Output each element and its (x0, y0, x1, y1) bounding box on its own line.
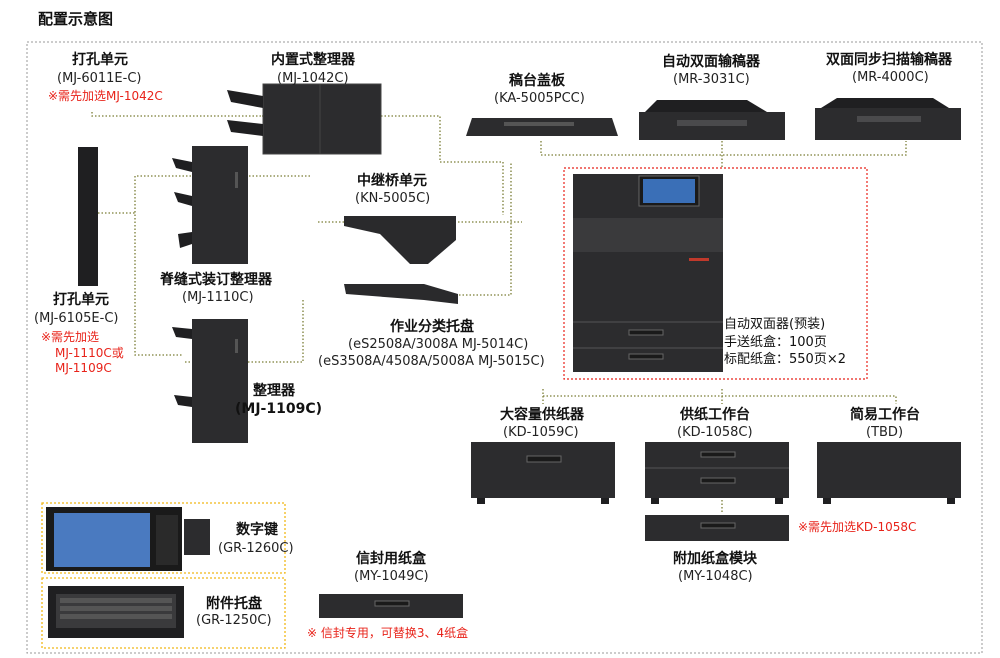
punch-6105-note-line-2: MJ-1110C或 (55, 345, 124, 360)
envelope-cassette-note: ※ 信封专用，可替换3、4纸盒 (307, 626, 469, 640)
simple-desk-image (817, 442, 961, 504)
main-unit-frame (563, 167, 868, 380)
feature-duplex: 自动双面器(预装) (724, 317, 826, 332)
platen-cover-image (466, 118, 618, 136)
page-title: 配置示意图 (38, 10, 114, 28)
platen-cover-name: 稿台盖板 (509, 73, 565, 89)
platen-cover-model: (KA-5005PCC) (494, 91, 585, 106)
accessory-frame (41, 577, 286, 649)
line-inner-finisher (91, 112, 504, 215)
punch-6105-note: ※需先加选 MJ-1110C或 MJ-1109C (41, 330, 124, 377)
job-tray-image (344, 284, 458, 304)
bridge-unit-image (344, 216, 456, 264)
feature-bypass: 手送纸盒：100页 (724, 334, 827, 350)
paper-desk-model: (KD-1058C) (677, 425, 753, 440)
finisher-1109-name: 整理器 (253, 383, 295, 399)
saddle-finisher-image (172, 146, 248, 264)
punch-6105-note-line-1: ※需先加选 (41, 330, 100, 344)
saddle-finisher-name: 脊缝式装订整理器 (160, 272, 272, 288)
line-job-tray (445, 162, 512, 296)
lcf-image (471, 442, 615, 504)
radf-model: (MR-3031C) (673, 72, 750, 87)
dsdf-model: (MR-4000C) (852, 70, 929, 85)
saddle-finisher-model: (MJ-1110C) (182, 290, 254, 305)
job-tray-model-2: (eS3508A/4508A/5008A MJ-5015C) (318, 354, 545, 369)
simple-desk-model: (TBD) (866, 425, 904, 440)
punch-6011-note: ※需先加选MJ-1042C (48, 89, 163, 103)
punch-6011-model: (MJ-6011E-C) (57, 71, 142, 86)
paper-desk-name: 供纸工作台 (680, 407, 750, 423)
addon-drawer-model: (MY-1048C) (678, 569, 753, 584)
accessory-tray-model: (GR-1250C) (196, 613, 272, 628)
bridge-model: (KN-5005C) (355, 191, 431, 206)
keypad-name: 数字键 (236, 522, 278, 538)
finisher-1109-model: (MJ-1109C) (235, 401, 322, 417)
feature-standard-drawers: 标配纸盒：550页×2 (724, 352, 846, 368)
dsdf-name: 双面同步扫描输稿器 (826, 52, 952, 68)
job-tray-name: 作业分类托盘 (390, 319, 474, 335)
radf-image (639, 100, 785, 140)
punch-unit-image (78, 147, 98, 286)
dsdf-image (815, 98, 961, 140)
inner-finisher-model: (MJ-1042C) (277, 71, 349, 86)
envelope-cassette-image (319, 594, 463, 618)
addon-drawer-image (645, 515, 789, 541)
control-panel-image (46, 507, 210, 571)
bridge-name: 中继桥单元 (357, 173, 427, 189)
keyboard-tray-image (48, 586, 184, 638)
accessory-tray-name: 附件托盘 (206, 596, 262, 612)
punch-6105-model: (MJ-6105E-C) (34, 311, 119, 326)
main-unit-image (573, 174, 723, 372)
lcf-model: (KD-1059C) (503, 425, 579, 440)
main-unit-features: 自动双面器(预装) 手送纸盒：100页 标配纸盒：550页×2 (724, 316, 846, 369)
addon-drawer-note: ※需先加选KD-1058C (798, 520, 917, 534)
punch-6011-name: 打孔单元 (72, 52, 128, 68)
line-bottom-options (542, 389, 897, 404)
radf-name: 自动双面输稿器 (662, 54, 760, 70)
finisher-image (172, 319, 248, 443)
envelope-cassette-model: (MY-1049C) (354, 569, 429, 584)
inner-finisher-name: 内置式整理器 (271, 52, 355, 68)
addon-drawer-name: 附加纸盒模块 (673, 551, 757, 567)
outer-border (26, 41, 983, 654)
keypad-frame (41, 502, 286, 574)
keypad-model: (GR-1260C) (218, 541, 294, 556)
punch-6105-name: 打孔单元 (53, 292, 109, 308)
lcf-name: 大容量供纸器 (500, 407, 584, 423)
envelope-cassette-name: 信封用纸盒 (356, 551, 426, 567)
paper-desk-image (645, 442, 789, 504)
line-scanners (540, 141, 907, 168)
job-tray-model-1: (eS2508A/3008A MJ-5014C) (348, 337, 529, 352)
simple-desk-name: 简易工作台 (850, 407, 920, 423)
punch-6105-note-line-3: MJ-1109C (55, 361, 112, 376)
inner-finisher-image (227, 83, 382, 155)
